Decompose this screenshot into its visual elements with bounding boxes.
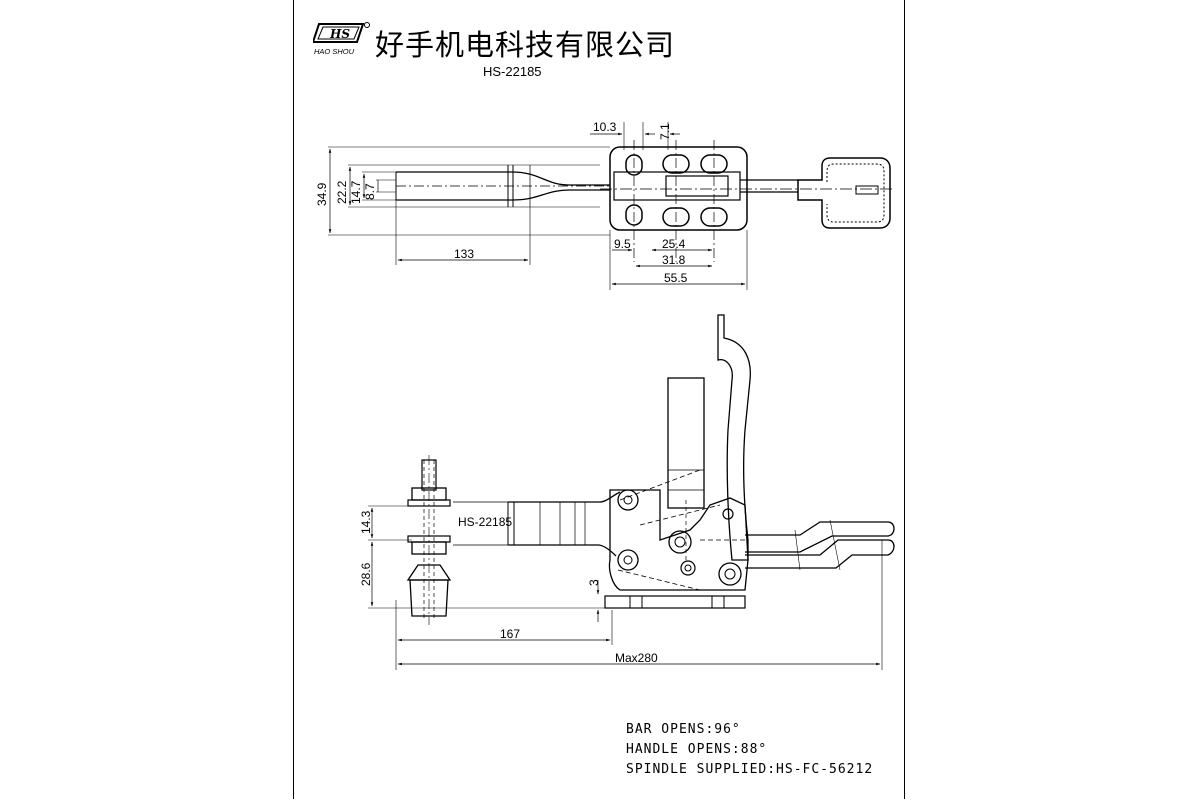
dim-167: 167 [500,627,520,641]
handle-lowered [745,521,895,553]
top-view: 34.9 22.2 14.7 8.7 133 10.3 7.1 9.5 25.4… [315,120,895,290]
dim-14-7: 14.7 [349,180,363,204]
dim-28-6: 28.6 [359,562,373,586]
dim-14-3: 14.3 [359,510,373,534]
specifications: BAR OPENS:96° HANDLE OPENS:88° SPINDLE S… [626,720,873,780]
spindle-tip [409,579,449,617]
clamp-arm [508,491,621,557]
clamp-bar-raised [667,377,705,509]
spec-spindle: SPINDLE SUPPLIED:HS-FC-56212 [626,762,874,777]
dim-55-5: 55.5 [664,271,688,285]
dim-max280: Max280 [615,651,658,665]
dim-22-2: 22.2 [335,180,349,204]
spec-handle-opens: HANDLE OPENS:88° [626,742,768,757]
dim-25-4: 25.4 [662,237,686,251]
title-block: HS HAO SHOU 好手机电科技有限公司 HS-22185 [313,14,773,79]
handle-linkage [613,171,741,201]
clamp-body [608,489,749,591]
logo-subtext: HAO SHOU [314,47,355,56]
dim-3: 3 [587,579,601,586]
base-plate [609,146,748,231]
company-name: 好手机电科技有限公司 [375,28,676,62]
spec-bar-opens: BAR OPENS:96° [626,722,741,737]
dim-9-5: 9.5 [614,237,631,251]
dim-8-7: 8.7 [363,183,377,200]
model-number: HS-22185 [483,64,542,79]
base [604,595,746,609]
drawing-sheet-border [293,0,905,799]
side-view: HS-22185 14.3 28.6 3 167 [359,314,895,670]
handle-grip [797,157,891,229]
pivot-main [668,530,692,554]
dim-31-8: 31.8 [662,253,686,267]
dim-7-1: 7.1 [658,123,672,140]
dim-133: 133 [454,247,474,261]
side-view-model-label: HS-22185 [458,515,512,529]
dim-10-3: 10.3 [593,120,617,134]
dim-34-9: 34.9 [315,182,329,206]
logo-text: HS [329,27,350,41]
hs-logo: HS HAO SHOU [313,22,370,56]
